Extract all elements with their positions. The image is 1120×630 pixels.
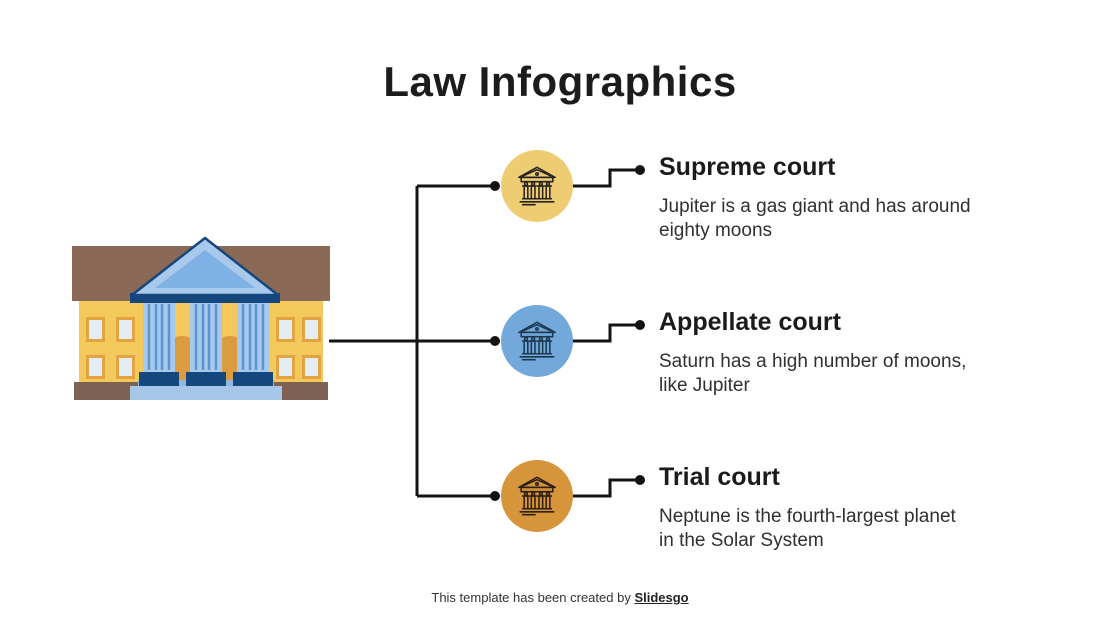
list-item-trial-court: Trial court Neptune is the fourth-larges… [659,460,1019,552]
footer-credit: This template has been created by Slides… [0,590,1120,605]
courthouse-icon [518,476,556,516]
item-description: Neptune is the fourth-largest planet in … [659,506,956,551]
appellate-court-badge [501,305,573,377]
page-title: Law Infographics [383,58,737,105]
item-title: Supreme court [659,153,836,181]
trial-court-badge [501,460,573,532]
item-description: Jupiter is a gas giant and has around ei… [659,196,971,241]
list-item-appellate-court: Appellate court Saturn has a high number… [659,305,1019,397]
footer-text: This template has been created by [431,590,635,605]
courthouse-icon [518,321,556,361]
list-item-supreme-court: Supreme court Jupiter is a gas giant and… [659,150,1019,242]
supreme-court-badge [501,150,573,222]
courthouse-icon [518,166,556,206]
item-description: Saturn has a high number of moons, like … [659,351,967,396]
slidesgo-link[interactable]: Slidesgo [634,590,689,605]
courthouse-building-illustration [72,236,330,400]
item-title: Appellate court [659,308,841,336]
item-title: Trial court [659,463,780,491]
